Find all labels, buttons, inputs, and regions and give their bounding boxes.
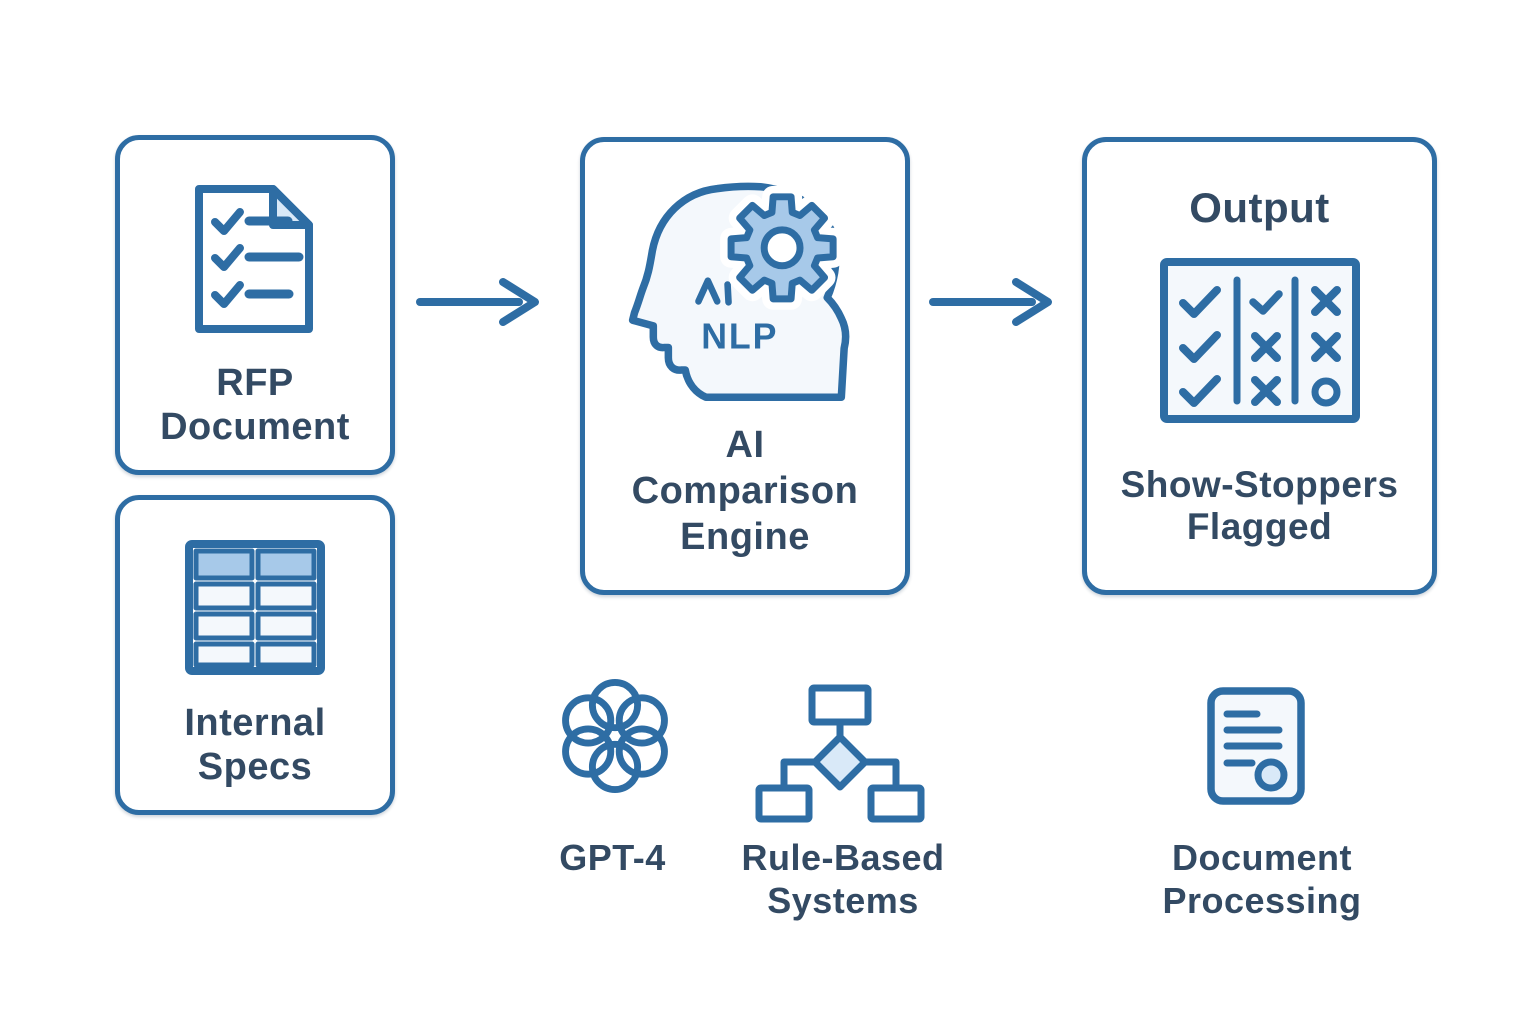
node-label-line: Engine [680, 516, 810, 558]
output-title: Output [1189, 184, 1330, 231]
document-lines-icon [1207, 687, 1305, 805]
node-ai-comparison-engine: NLP AI Comparison Engine [580, 137, 910, 595]
flowchart-icon [755, 684, 925, 823]
arrow-engine-to-output-icon [929, 278, 1052, 326]
node-label-line: Flagged [1186, 506, 1333, 547]
tech-label-line: Systems [767, 880, 919, 921]
openai-logo-icon [562, 678, 668, 794]
head-gear-icon: NLP [628, 182, 850, 402]
node-label-line: Internal [184, 702, 326, 744]
node-label-line: Comparison [631, 470, 859, 512]
table-icon [185, 540, 325, 675]
tech-label-line: Processing [1162, 880, 1362, 921]
arrow-rfp-to-engine-icon [416, 278, 539, 326]
tech-label-line: Rule-Based [741, 837, 945, 878]
node-internal-specs: Internal Specs [115, 495, 395, 815]
checklist-document-icon [195, 185, 313, 333]
node-label-line: RFP [216, 362, 294, 404]
checklist-grid-icon [1160, 258, 1360, 423]
node-label-line: Document [160, 406, 350, 448]
node-label-line: Specs [197, 746, 313, 788]
node-output: Output Show-Stoppers Flagged [1082, 137, 1437, 595]
nlp-label: NLP [701, 316, 778, 356]
node-label-line: Show-Stoppers [1120, 464, 1399, 505]
node-rfp-document: RFP Document [115, 135, 395, 475]
tech-label-line: GPT-4 [559, 837, 666, 878]
node-label-line: AI [725, 424, 765, 466]
tech-label-line: Document [1171, 837, 1352, 878]
